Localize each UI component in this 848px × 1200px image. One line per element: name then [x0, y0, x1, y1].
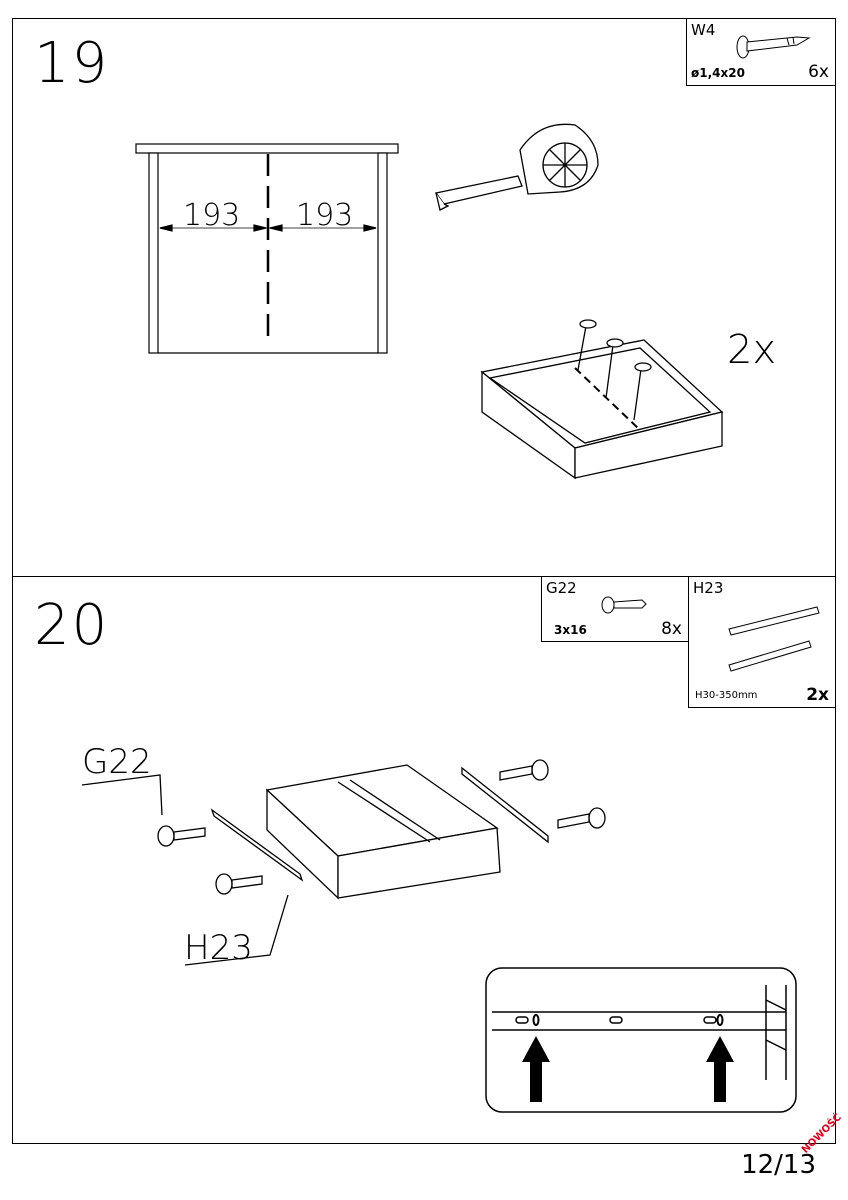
- arrow-icon: [522, 1036, 734, 1102]
- label-screw: G22: [82, 742, 152, 782]
- part-size: 3x16: [554, 623, 587, 637]
- dimension-right: 193: [296, 198, 354, 233]
- screw-icon: [601, 596, 647, 614]
- part-size: ø1,4x20: [691, 66, 745, 80]
- part-size: H30-350mm: [695, 690, 758, 701]
- drawer-with-nails: [480, 319, 724, 480]
- drawer-front-view: [135, 143, 399, 354]
- drawer-assembly: [81, 759, 606, 966]
- part-code: H23: [693, 579, 724, 597]
- part-box-h23: H23 H30-350mm 2x: [688, 576, 836, 708]
- part-qty: 2x: [806, 685, 829, 705]
- repeat-count: 2x: [727, 327, 777, 373]
- step-divider: [12, 576, 836, 577]
- part-code: W4: [691, 21, 716, 39]
- part-box-w4: W4 ø1,4x20 6x: [686, 18, 836, 86]
- part-qty: 8x: [661, 619, 682, 639]
- part-qty: 6x: [808, 62, 829, 82]
- tape-measure-icon: [434, 123, 599, 211]
- page-number: 12/13: [741, 1150, 816, 1180]
- part-code: G22: [546, 579, 577, 597]
- step-19-number: 19: [34, 31, 110, 96]
- step-20-number: 20: [34, 593, 110, 658]
- label-rail: H23: [184, 928, 253, 968]
- mounting-hole-marker: [532, 1014, 724, 1026]
- dimension-left: 193: [183, 198, 241, 233]
- drawer-rail-icon: [728, 606, 820, 672]
- nail-icon: [736, 35, 811, 59]
